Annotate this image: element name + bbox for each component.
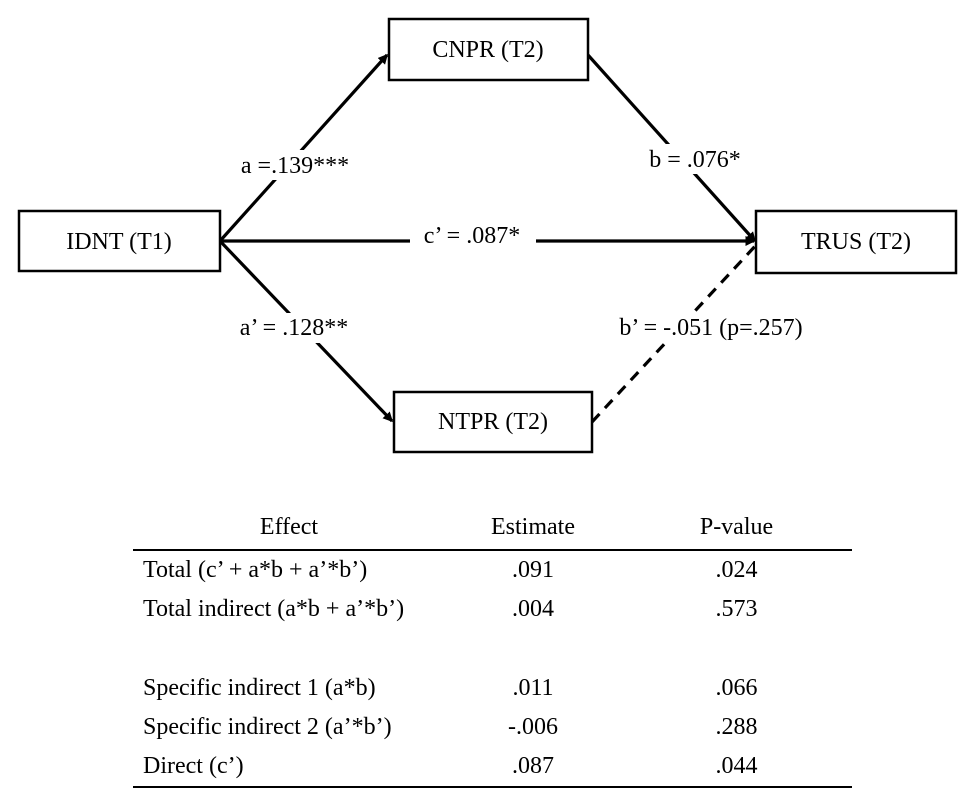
node-idnt: IDNT (T1) [17,209,222,273]
node-idnt-label: IDNT (T1) [66,229,172,255]
row-pvalue: .066 [715,675,758,701]
table-row-total-indirect: Total indirect (a*b + a’*b’) .004 .573 [133,590,852,629]
path-a-label: a =.139*** [241,153,349,179]
row-effect: Specific indirect 2 (a’*b’) [143,714,392,740]
header-pvalue: P-value [699,513,774,540]
path-a-arrow [218,53,389,243]
path-b-label-group: b = .076* [640,144,750,174]
node-ntpr-label: NTPR (T2) [438,409,548,435]
table-header: Effect Estimate P-value [133,505,852,551]
table-row-specific-indirect-1: Specific indirect 1 (a*b) .011 .066 [133,669,852,708]
node-trus: TRUS (T2) [754,209,958,275]
row-effect: Direct (c’) [143,753,244,779]
header-estimate: Estimate [491,513,575,540]
node-trus-label: TRUS (T2) [801,229,911,255]
table-row-specific-indirect-2: Specific indirect 2 (a’*b’) -.006 .288 [133,708,852,747]
row-effect: Total (c’ + a*b + a’*b’) [143,557,368,583]
table-row-direct: Direct (c’) .087 .044 [133,747,852,788]
path-c-prime-label-group: c’ = .087* [410,222,536,256]
path-a-label-group: a =.139*** [232,150,356,180]
row-pvalue: .044 [715,753,758,779]
table-row-total: Total (c’ + a*b + a’*b’) .091 .024 [133,551,852,590]
path-b-prime-label: b’ = -.051 (p=.257) [619,315,802,341]
effects-table: Effect Estimate P-value Total (c’ + a*b … [133,505,852,788]
node-cnpr: CNPR (T2) [387,17,590,82]
row-pvalue: .288 [715,714,758,740]
row-estimate: .087 [512,753,554,779]
path-b-label: b = .076* [649,147,741,173]
row-pvalue: .024 [715,557,758,583]
table-row-spacer [133,629,852,669]
row-estimate: .004 [512,596,554,622]
row-effect: Specific indirect 1 (a*b) [143,675,376,701]
row-estimate: .011 [512,675,554,701]
row-pvalue: .573 [715,596,758,622]
row-effect: Total indirect (a*b + a’*b’) [143,596,405,622]
path-b-prime-label-group: b’ = -.051 (p=.257) [608,313,814,343]
mediation-path-diagram: IDNT (T1) CNPR (T2) NTPR (T2) TRUS (T2) … [17,17,958,454]
row-estimate: -.006 [508,714,558,740]
path-a-prime-label: a’ = .128** [240,315,348,341]
path-a-prime-label-group: a’ = .128** [232,313,356,343]
node-cnpr-label: CNPR (T2) [432,37,543,63]
row-estimate: .091 [512,557,554,583]
node-ntpr: NTPR (T2) [392,390,594,454]
path-c-prime-label: c’ = .087* [424,223,520,249]
header-effect: Effect [259,513,319,540]
